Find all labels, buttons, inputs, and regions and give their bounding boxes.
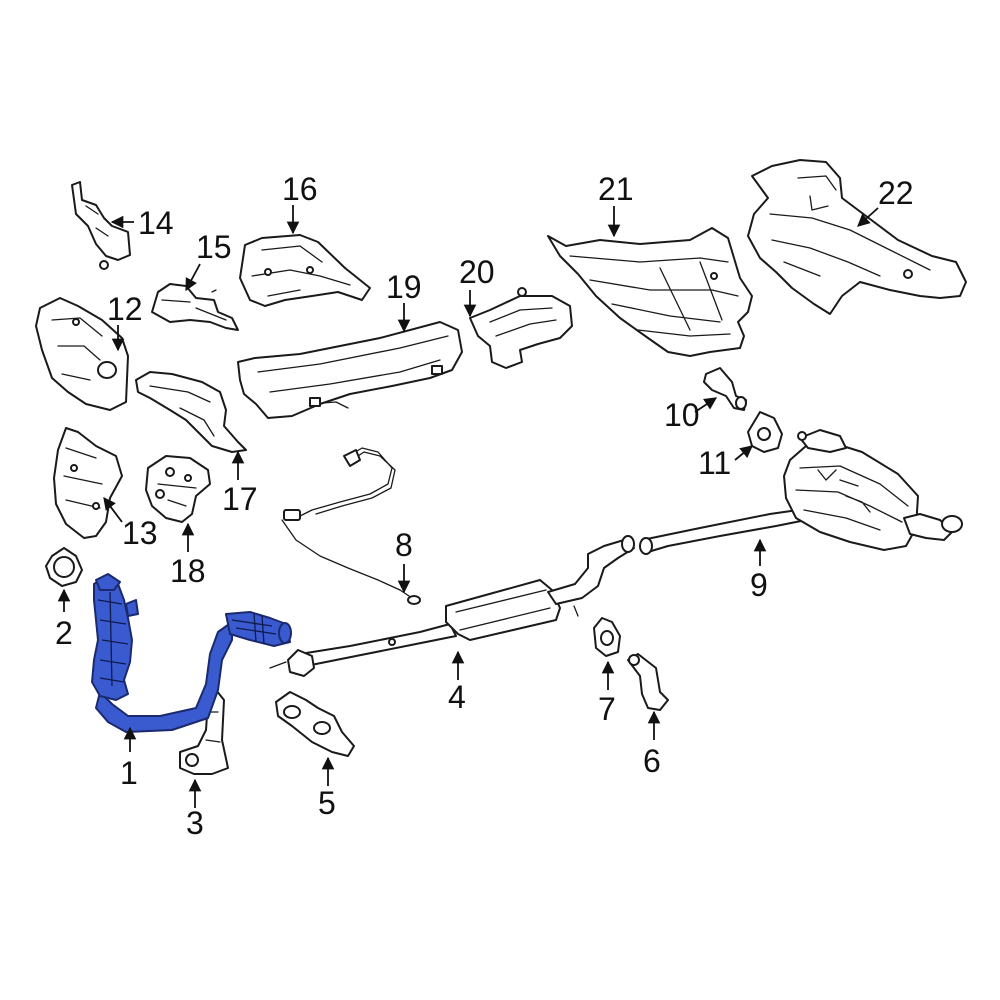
part-1-outlet-flange bbox=[278, 622, 292, 644]
callout-21: 21 bbox=[598, 171, 634, 207]
callout-11: 11 bbox=[698, 445, 731, 481]
part-1-converter-body bbox=[91, 575, 133, 701]
part-19-heat-shield[interactable] bbox=[237, 321, 463, 419]
part-7-gasket[interactable] bbox=[593, 617, 621, 657]
part-6-hanger[interactable] bbox=[627, 653, 669, 711]
callout-7: 7 bbox=[598, 691, 616, 727]
part-12-heat-shield[interactable] bbox=[35, 297, 129, 411]
part-18-bracket[interactable] bbox=[145, 455, 211, 523]
part-20-heat-shield[interactable] bbox=[469, 287, 573, 369]
part-8-sensor-wire[interactable] bbox=[281, 447, 421, 605]
part-4-intermediate-pipe[interactable] bbox=[269, 535, 635, 677]
part-10-hanger[interactable] bbox=[703, 367, 747, 411]
callout-13: 13 bbox=[122, 515, 158, 551]
part-9-rear-muffler[interactable] bbox=[639, 429, 963, 555]
callout-5: 5 bbox=[318, 785, 336, 821]
callout-labels: 14 16 15 12 19 20 21 22 10 11 13 17 18 2… bbox=[55, 171, 914, 841]
part-17-heat-shield[interactable] bbox=[135, 371, 247, 453]
callout-4: 4 bbox=[448, 679, 466, 715]
part-15-sensor-bracket[interactable] bbox=[151, 283, 239, 331]
callout-1: 1 bbox=[120, 755, 138, 791]
part-22-heat-shield[interactable] bbox=[747, 159, 967, 315]
leader-lines bbox=[57, 205, 879, 808]
callout-3: 3 bbox=[186, 805, 204, 841]
callout-9: 9 bbox=[750, 567, 768, 603]
part-21-heat-shield[interactable] bbox=[547, 227, 753, 357]
part-1-flex-section bbox=[225, 611, 291, 647]
callout-15: 15 bbox=[196, 229, 232, 265]
callout-16: 16 bbox=[282, 171, 318, 207]
callout-19: 19 bbox=[386, 269, 422, 305]
callout-12: 12 bbox=[107, 291, 143, 327]
part-3-bracket[interactable] bbox=[179, 689, 229, 775]
callout-2: 2 bbox=[55, 615, 73, 651]
part-13-heat-shield[interactable] bbox=[53, 427, 123, 539]
callout-18: 18 bbox=[170, 553, 206, 589]
callout-10: 10 bbox=[664, 397, 700, 433]
callout-20: 20 bbox=[459, 254, 495, 290]
part-16-heat-shield[interactable] bbox=[239, 234, 371, 307]
part-11-gasket[interactable] bbox=[747, 411, 783, 453]
part-2-gasket[interactable] bbox=[45, 547, 83, 587]
callout-17: 17 bbox=[222, 481, 258, 517]
callout-22: 22 bbox=[878, 175, 914, 211]
part-1-inlet-flange bbox=[95, 573, 121, 591]
part-14-bracket[interactable] bbox=[71, 181, 131, 270]
part-5-flange[interactable] bbox=[275, 691, 355, 757]
callout-6: 6 bbox=[643, 743, 661, 779]
callout-8: 8 bbox=[395, 527, 413, 563]
callout-14: 14 bbox=[138, 205, 174, 241]
part-1-catalytic-converter[interactable] bbox=[91, 573, 292, 733]
